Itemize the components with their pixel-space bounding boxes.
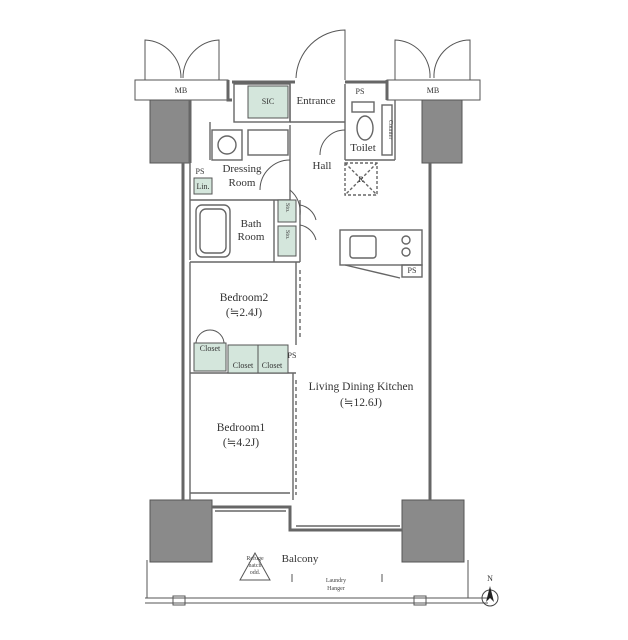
sic-label: SIC bbox=[261, 97, 275, 106]
bedroom2-name: Bedroom2 bbox=[219, 292, 269, 304]
bath-label-1: Bath bbox=[240, 218, 262, 230]
laundry-label-2: Hanger bbox=[327, 586, 345, 592]
sto-storage-1 bbox=[277, 199, 297, 223]
bedroom1-name: Bedroom1 bbox=[216, 422, 266, 434]
washing-machine-pan bbox=[211, 129, 243, 161]
sto-storage-2 bbox=[277, 225, 297, 257]
ps-left-label: PS bbox=[195, 167, 205, 176]
toilet-door-swing bbox=[319, 129, 346, 156]
living-name: Living Dining Kitchen bbox=[308, 381, 414, 393]
dressing-label-1: Dressing bbox=[222, 163, 262, 175]
fridge-x2 bbox=[344, 162, 378, 196]
sto-door-swing-1 bbox=[299, 204, 317, 221]
toilet-bowl bbox=[356, 115, 374, 141]
mb-right-label: MB bbox=[426, 86, 440, 95]
refuge-label-3: odd. bbox=[249, 570, 261, 576]
bedroom2-size: (≒2.4J) bbox=[225, 307, 263, 319]
north-label: N bbox=[487, 574, 493, 583]
mb-door-left-b bbox=[182, 39, 220, 80]
fridge-space bbox=[344, 162, 378, 196]
column-bottom-left bbox=[149, 499, 213, 563]
sic-storage bbox=[247, 85, 289, 119]
ps-top-label: PS bbox=[355, 87, 365, 96]
kitchen-ps-box bbox=[401, 264, 423, 278]
closet-c bbox=[257, 344, 289, 374]
kitchen-sink bbox=[349, 235, 377, 259]
refuge-hatch-symbol bbox=[239, 551, 271, 581]
stove-burner-1 bbox=[401, 235, 411, 245]
bathtub-inner bbox=[199, 208, 227, 254]
toilet-tank bbox=[351, 101, 375, 113]
entrance-label: Entrance bbox=[296, 95, 336, 107]
counter-label: Counter bbox=[386, 120, 393, 140]
closet-a bbox=[193, 342, 227, 372]
sto-label-2: Sto. bbox=[283, 230, 290, 240]
closet-c-label: Closet bbox=[261, 361, 283, 370]
rail-post-right bbox=[413, 595, 427, 606]
mb-door-right-b bbox=[433, 39, 471, 80]
north-arrow bbox=[481, 586, 499, 607]
lin-storage bbox=[193, 177, 213, 195]
wall-top-left bbox=[226, 80, 232, 102]
dressing-door-swing bbox=[259, 159, 291, 191]
lin-label: Lin. bbox=[196, 182, 210, 191]
mb-left-label: MB bbox=[174, 86, 188, 95]
sto-door-swing-2 bbox=[299, 224, 317, 241]
toilet-label: Toilet bbox=[350, 142, 376, 154]
bedroom1-size: (≒4.2J) bbox=[222, 437, 260, 449]
closet-b bbox=[227, 344, 259, 374]
column-bottom-right bbox=[401, 499, 465, 563]
living-size: (≒12.6J) bbox=[340, 397, 382, 409]
washbasin bbox=[247, 129, 289, 156]
refuge-label-1: Refuge bbox=[246, 556, 264, 562]
ps-closet-label: PS bbox=[287, 351, 297, 360]
entrance-door bbox=[295, 29, 346, 80]
closet-b-label: Closet bbox=[232, 361, 254, 370]
balcony-label: Balcony bbox=[281, 553, 319, 565]
stove-burner-2 bbox=[401, 247, 411, 257]
hall-door-swing bbox=[289, 189, 301, 216]
kitchen-counter bbox=[339, 229, 423, 266]
bath-label-2: Room bbox=[237, 231, 265, 243]
hall-label: Hall bbox=[312, 160, 332, 172]
kitchen-edge bbox=[344, 264, 401, 279]
washing-machine bbox=[217, 135, 237, 155]
refuge-label-2: hatch bbox=[248, 563, 262, 569]
rail-post-left bbox=[172, 595, 186, 606]
closet-a-label: Closet bbox=[199, 344, 221, 353]
bathtub bbox=[195, 204, 231, 258]
mb-door-right-a bbox=[394, 39, 431, 80]
toilet-counter bbox=[381, 104, 393, 156]
mb-door-left-a bbox=[144, 39, 182, 80]
column-top-left bbox=[149, 99, 191, 164]
sto-label-1: Sto. bbox=[283, 203, 290, 213]
wall-bottom bbox=[212, 505, 402, 532]
laundry-label-1: Laundry bbox=[325, 578, 347, 584]
column-top-right bbox=[421, 99, 463, 164]
dressing-label-2: Room bbox=[228, 177, 256, 189]
fridge-label: R bbox=[358, 175, 364, 184]
ps-kitchen-label: PS bbox=[407, 266, 417, 275]
